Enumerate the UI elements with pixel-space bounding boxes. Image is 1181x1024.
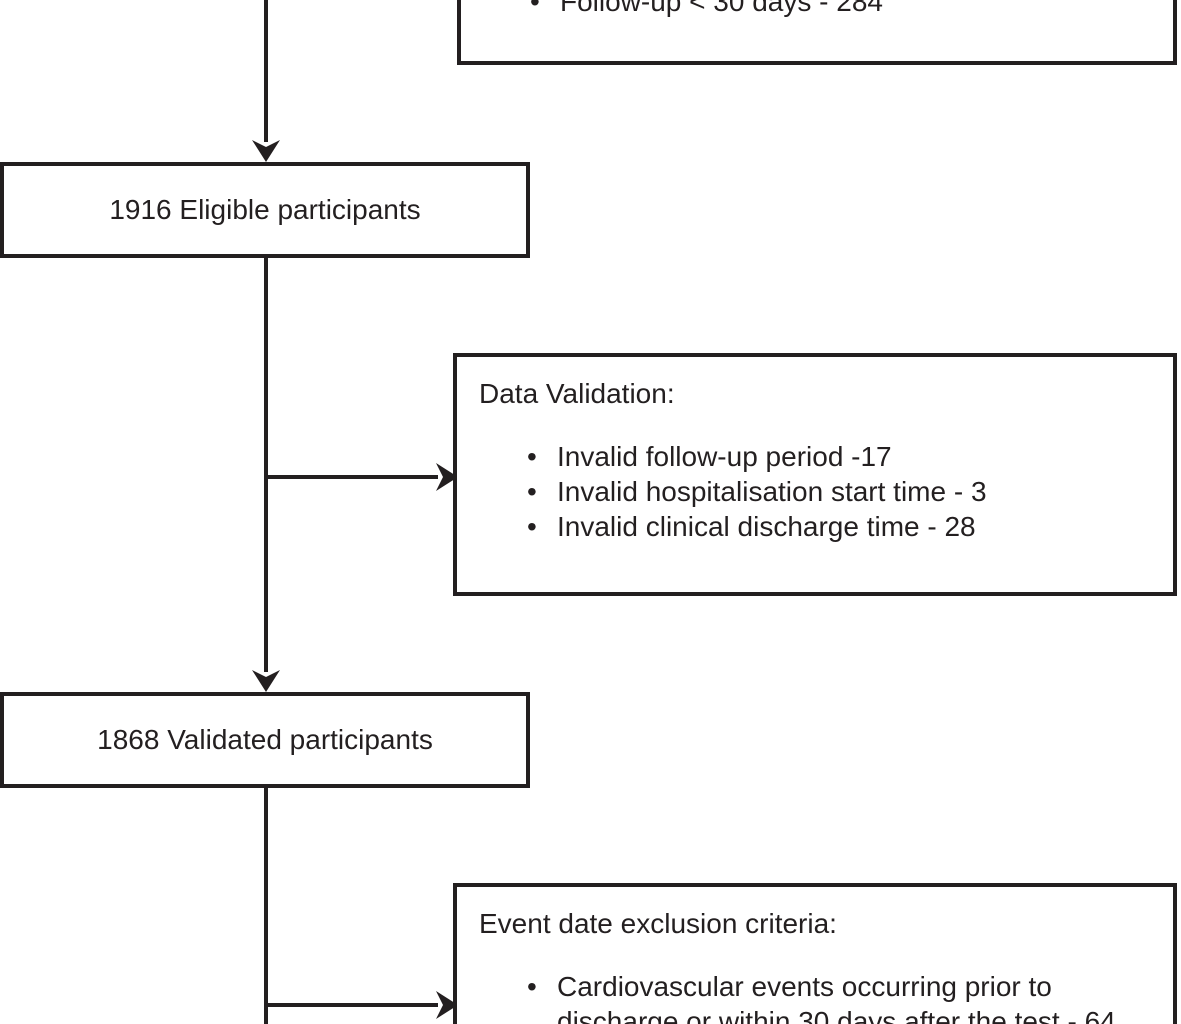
list-item: Follow-up < 30 days - 284 <box>530 0 1173 19</box>
list-item: Invalid hospitalisation start time - 3 <box>527 474 1173 509</box>
arrowhead-down-icon <box>252 140 280 162</box>
top-exclusion-list: Follow-up < 30 days - 284 <box>461 0 1173 19</box>
arrowhead-down-icon <box>252 670 280 692</box>
eligible-participants-label: 1916 Eligible participants <box>109 194 421 225</box>
top-exclusion-box: Follow-up < 30 days - 284 <box>457 0 1177 65</box>
validated-participants-label: 1868 Validated participants <box>97 724 433 755</box>
eligible-participants-box: 1916 Eligible participants <box>0 162 530 258</box>
event-exclusion-title: Event date exclusion criteria: <box>479 908 837 939</box>
list-item: Invalid clinical discharge time - 28 <box>527 509 1173 544</box>
arrowhead-right-icon <box>436 991 458 1019</box>
data-validation-box: Data Validation: Invalid follow-up perio… <box>453 353 1177 596</box>
connector-eligible-to-validated <box>264 258 268 672</box>
event-exclusion-list: Cardiovascular events occurring prior to… <box>457 969 1157 1024</box>
event-exclusion-box: Event date exclusion criteria: Cardiovas… <box>453 883 1177 1024</box>
validated-participants-box: 1868 Validated participants <box>0 692 530 788</box>
connector-branch-to-validation-box <box>266 475 438 479</box>
list-item: Cardiovascular events occurring prior to… <box>527 969 1157 1024</box>
arrowhead-right-icon <box>436 463 458 491</box>
data-validation-list: Invalid follow-up period -17 Invalid hos… <box>457 439 1173 544</box>
list-item: Invalid follow-up period -17 <box>527 439 1173 474</box>
data-validation-title: Data Validation: <box>479 378 675 409</box>
connector-branch-to-event-box <box>266 1003 438 1007</box>
connector-top-to-eligible <box>264 0 268 142</box>
connector-validated-to-next <box>264 788 268 1024</box>
